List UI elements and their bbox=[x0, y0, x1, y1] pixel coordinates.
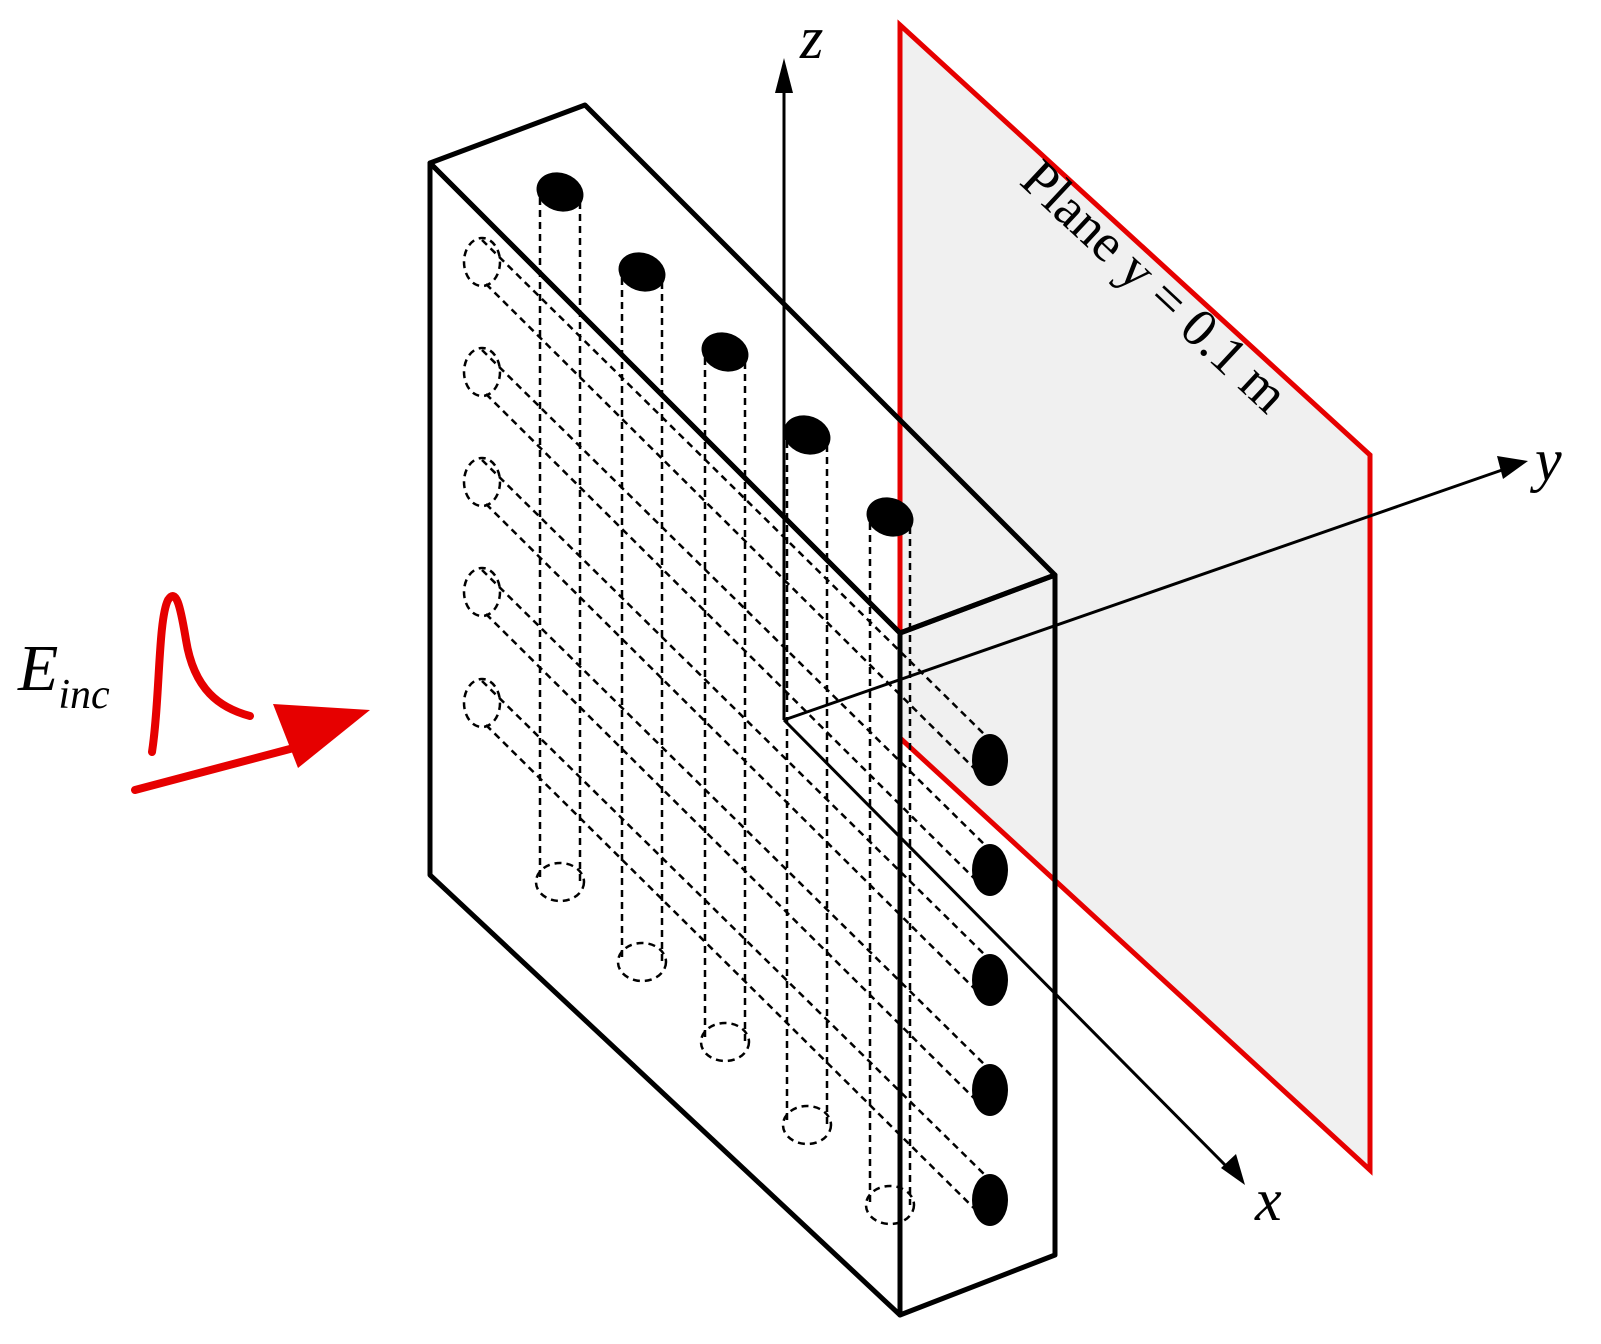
horizontal-rod-edge bbox=[485, 724, 991, 1225]
vertical-rod-hidden-end bbox=[534, 861, 586, 903]
incident-arrow-head bbox=[273, 704, 370, 768]
y-axis-arrowhead bbox=[1497, 456, 1528, 479]
x-axis-label: x bbox=[1254, 1167, 1282, 1233]
y-axis bbox=[783, 467, 1506, 722]
horizontal-rod-end-cap bbox=[972, 1174, 1008, 1226]
vertical-rod-end-cap bbox=[701, 332, 749, 372]
horizontal-rod-hidden-end bbox=[462, 677, 502, 729]
vertical-rod-hidden-end bbox=[864, 1184, 916, 1226]
horizontal-rod-end-cap bbox=[972, 734, 1008, 786]
horizontal-rod-hidden-end bbox=[462, 346, 502, 398]
incident-arrow-shaft bbox=[131, 741, 309, 794]
horizontal-rod-hidden-end bbox=[462, 456, 502, 508]
horizontal-rod-end-cap bbox=[972, 1064, 1008, 1116]
vertical-rod-end-cap bbox=[536, 172, 584, 212]
horizontal-rod-edge bbox=[485, 613, 991, 1115]
slab bbox=[427, 102, 1058, 1318]
x-axis-arrowhead bbox=[1221, 1154, 1245, 1185]
vertical-rod-hidden-end bbox=[699, 1021, 751, 1063]
vertical-rod-end-cap bbox=[618, 252, 666, 292]
x-axis bbox=[782, 718, 1232, 1172]
horizontal-rod-edge bbox=[485, 283, 991, 785]
incident-pulse-icon bbox=[148, 592, 254, 756]
horizontal-rod-hidden-end bbox=[462, 236, 502, 288]
horizontal-rod-hidden-end bbox=[462, 566, 502, 618]
vertical-rod-hidden-end bbox=[781, 1104, 833, 1146]
vertical-rod-end-cap bbox=[783, 415, 831, 455]
horizontal-rod-edge bbox=[485, 503, 991, 1005]
horizontal-rod-end-cap bbox=[972, 844, 1008, 896]
horizontal-rod-end-cap bbox=[972, 954, 1008, 1006]
vertical-rod-hidden-end bbox=[616, 941, 668, 983]
horizontal-rod-edge bbox=[485, 393, 991, 895]
vertical-rod-end-cap bbox=[866, 497, 914, 537]
slab-front-face bbox=[427, 160, 903, 1318]
incident-field-label: Einc bbox=[17, 632, 110, 718]
z-axis-label: z bbox=[799, 5, 823, 71]
z-axis-arrowhead bbox=[775, 58, 793, 93]
y-axis-label: y bbox=[1529, 427, 1562, 493]
